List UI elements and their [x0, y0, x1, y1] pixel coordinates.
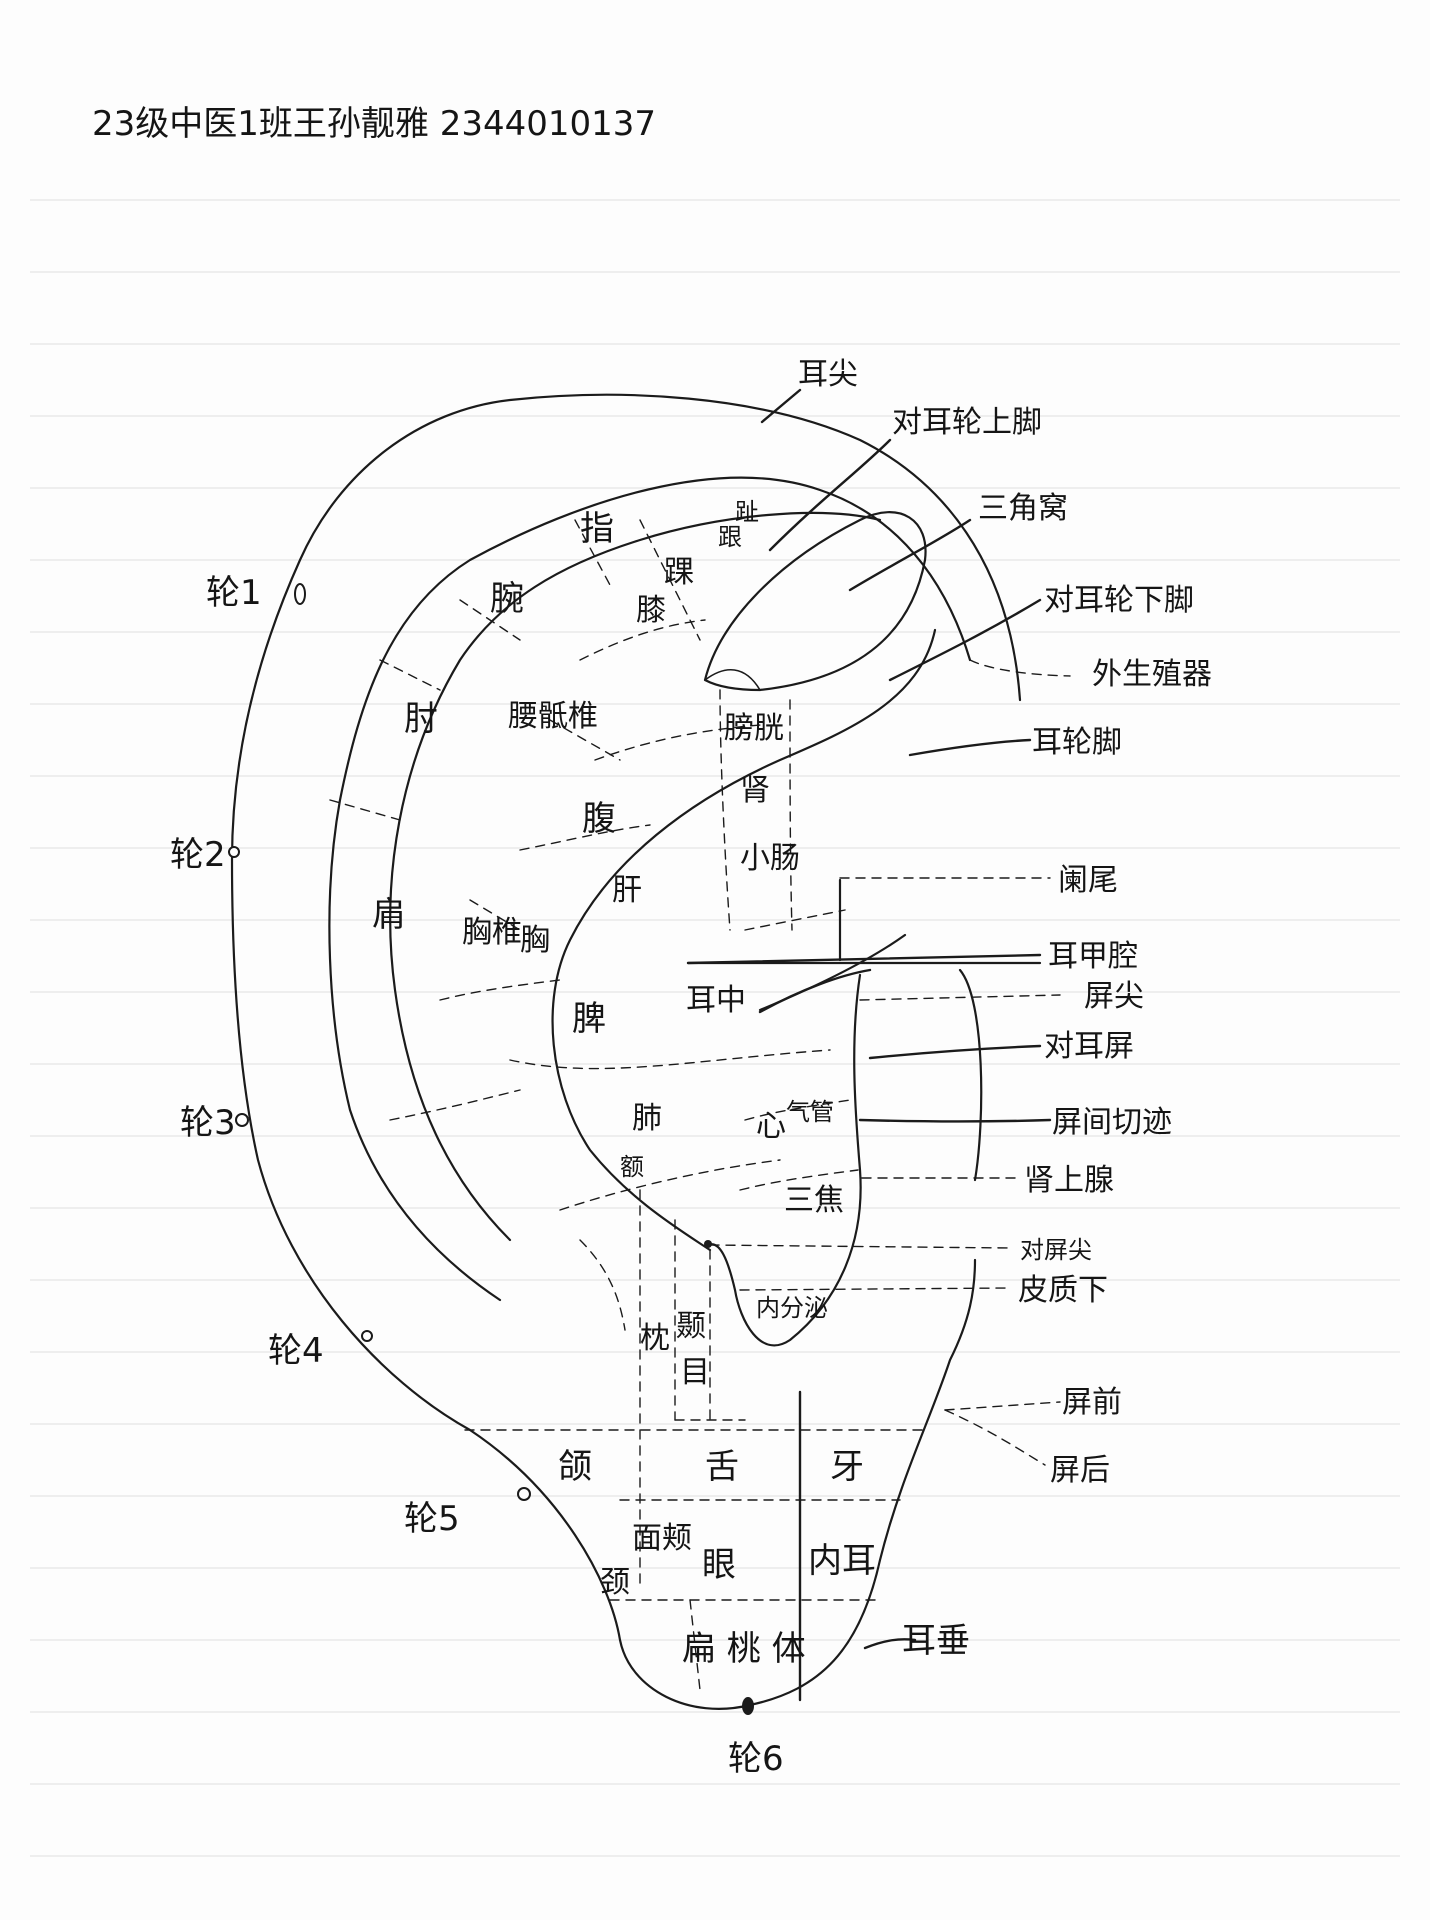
label-screen-tip: 屏尖 — [1084, 979, 1144, 1014]
label-temple: 颞 — [676, 1309, 706, 1344]
label-antitragus: 对耳屏 — [1044, 1029, 1134, 1064]
label-sanjiao: 三焦 — [784, 1183, 844, 1218]
label-toe: 趾 — [735, 498, 759, 526]
label-eye: 眼 — [702, 1545, 736, 1585]
label-knee: 膝 — [636, 593, 666, 628]
label-external-genitalia: 外生殖器 — [1092, 657, 1212, 692]
helix-points — [228, 583, 754, 1715]
label-heel: 跟 — [718, 523, 742, 551]
endocrine-point — [704, 1240, 712, 1248]
label-small-intestine: 小肠 — [740, 841, 800, 876]
label-chest: 胸 — [520, 923, 550, 958]
antitragus-contour — [706, 973, 862, 1347]
label-helix6: 轮6 — [728, 1739, 784, 1779]
label-triangular-fossa: 三角窝 — [978, 491, 1068, 526]
label-helix2: 轮2 — [170, 835, 226, 875]
label-endocrine: 内分泌 — [756, 1294, 828, 1322]
antihelix-outer-contour — [389, 511, 882, 1242]
label-finger: 指 — [580, 509, 614, 549]
label-liver: 肝 — [612, 873, 642, 908]
label-screen-back: 屏后 — [1050, 1453, 1110, 1488]
label-trachea: 气管 — [786, 1098, 834, 1126]
label-occiput: 枕 — [640, 1321, 670, 1356]
label-tongue: 舌 — [705, 1447, 739, 1487]
fossa-tip — [704, 668, 761, 691]
label-bladder: 膀胱 — [724, 711, 784, 746]
helix1-point — [294, 583, 306, 605]
label-upper-crus: 对耳轮上脚 — [892, 405, 1042, 440]
helix-outer-contour — [230, 393, 1022, 1710]
label-forehead: 额 — [620, 1153, 644, 1181]
helix5-point — [517, 1487, 531, 1501]
label-neck: 颈 — [600, 1565, 630, 1600]
label-ear-cavity: 耳甲腔 — [1048, 939, 1138, 974]
label-kidney: 肾 — [740, 773, 770, 808]
label-ear-middle: 耳中 — [686, 983, 746, 1018]
label-lobe: 耳垂 — [902, 1621, 970, 1661]
label-appendix: 阑尾 — [1058, 863, 1118, 898]
label-thoracic: 胸椎 — [462, 915, 522, 950]
label-helix4: 轮4 — [268, 1331, 324, 1371]
label-elbow: 肘 — [404, 699, 438, 739]
leader-lines — [686, 388, 1071, 1702]
helix4-point — [361, 1330, 373, 1342]
label-helix3: 轮3 — [180, 1103, 236, 1143]
label-wrist: 腕 — [490, 579, 524, 619]
helix6-point — [742, 1697, 754, 1715]
tragus-contour — [958, 968, 983, 1182]
label-helix-crus: 耳轮脚 — [1032, 725, 1122, 760]
label-screen-front: 屏前 — [1062, 1385, 1122, 1420]
label-helix1: 轮1 — [206, 573, 262, 613]
helix2-point — [228, 846, 240, 858]
label-adrenal: 肾上腺 — [1024, 1163, 1114, 1198]
label-subcortex: 皮质下 — [1018, 1273, 1108, 1308]
helix-inner-contour — [328, 476, 972, 1302]
header-text: 23级中医1班王孙靓雅 2344010137 — [92, 104, 656, 144]
label-tonsil: 扁 桃 体 — [682, 1629, 806, 1669]
label-jaw: 颌 — [558, 1447, 592, 1487]
helix3-point — [235, 1113, 249, 1127]
label-eye-region: 目 — [680, 1355, 710, 1390]
label-heart: 心 — [756, 1109, 786, 1144]
label-lumbosacral: 腰骶椎 — [508, 699, 598, 734]
label-ear-tip: 耳尖 — [798, 357, 858, 392]
label-antitragus-tip: 对屏尖 — [1020, 1236, 1092, 1264]
label-abdomen: 腹 — [582, 799, 616, 839]
label-lung: 肺 — [632, 1101, 662, 1136]
concha-rim — [551, 628, 937, 1252]
label-ankle: 踝 — [664, 555, 694, 590]
label-helix5: 轮5 — [404, 1499, 460, 1539]
label-face: 面颊 — [632, 1521, 692, 1556]
label-intertragic-notch: 屏间切迹 — [1052, 1105, 1172, 1140]
label-lower-crus: 对耳轮下脚 — [1044, 583, 1194, 618]
region-dividers — [329, 519, 926, 1691]
label-tooth: 牙 — [830, 1447, 864, 1487]
label-spleen: 脾 — [572, 999, 606, 1039]
label-shoulder: 肩 — [372, 895, 406, 935]
label-inner-ear: 内耳 — [808, 1541, 876, 1581]
